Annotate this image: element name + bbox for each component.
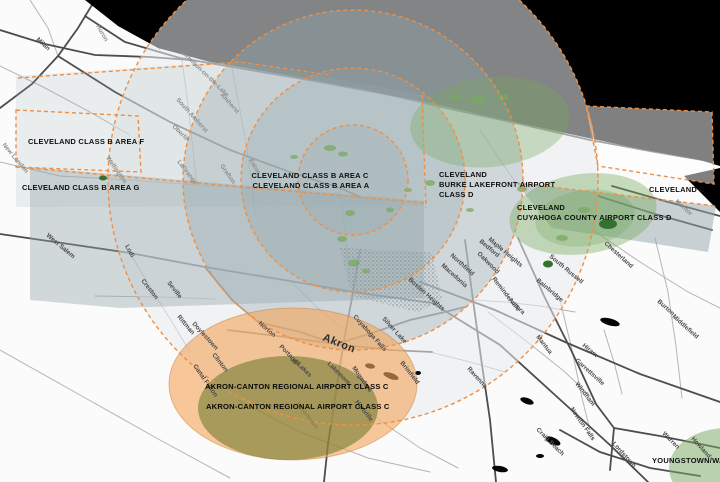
ring1-fill bbox=[298, 125, 408, 235]
label-cleveland-right-partial: CLEVELAND C bbox=[649, 185, 705, 194]
park-patch bbox=[517, 186, 527, 192]
cuyahoga-county-class-d bbox=[509, 173, 657, 255]
park-patch bbox=[578, 207, 590, 213]
label-burke-3: CLASS D bbox=[439, 190, 474, 199]
minor-road bbox=[0, 161, 61, 177]
park-patch bbox=[338, 151, 348, 157]
ring3-fill bbox=[183, 10, 523, 350]
label-akron-canton-1: AKRON-CANTON REGIONAL AIRPORT CLASS C bbox=[205, 382, 389, 391]
park-patch bbox=[324, 145, 336, 151]
park-patch bbox=[348, 259, 360, 267]
minor-road bbox=[0, 349, 231, 479]
label-cuyahoga-1: CLEVELAND bbox=[517, 203, 565, 212]
park-patch bbox=[290, 155, 298, 159]
small-lake bbox=[415, 371, 421, 375]
minor-road bbox=[0, 65, 131, 136]
class-b-area-f-region bbox=[16, 61, 424, 207]
park-patch bbox=[543, 260, 553, 268]
label-area-a: CLEVELAND CLASS B AREA A bbox=[253, 181, 370, 190]
dashed-land-band-top bbox=[515, 182, 717, 207]
park-patch bbox=[362, 268, 370, 274]
park-patch bbox=[470, 96, 486, 104]
park-patch bbox=[497, 94, 509, 100]
minor-road bbox=[589, 227, 720, 309]
label-burke-1: CLEVELAND bbox=[439, 170, 487, 179]
park-patch bbox=[425, 180, 435, 186]
dashed-ring-4 bbox=[107, 0, 599, 426]
dashed-area-g-top bbox=[15, 166, 425, 204]
stippled-park-area bbox=[340, 248, 442, 312]
cuyahoga-county-class-d-core bbox=[535, 189, 635, 247]
label-burke-2: BURKE LAKEFRONT AIRPORT bbox=[439, 180, 555, 189]
label-area-g: CLEVELAND CLASS B AREA G bbox=[22, 183, 140, 192]
minor-road bbox=[559, 299, 591, 431]
dashed-area-f-box bbox=[15, 109, 142, 173]
ring2-fill bbox=[241, 68, 465, 292]
youngstown-class-d-corner bbox=[669, 428, 720, 482]
park-patch bbox=[386, 207, 394, 213]
park-patch bbox=[404, 188, 412, 192]
small-lake bbox=[520, 397, 534, 405]
lake-band-right bbox=[586, 106, 714, 184]
dashed-ring-1 bbox=[297, 124, 409, 236]
park-patch bbox=[449, 94, 461, 100]
label-cuyahoga-2: CUYAHOGA COUNTY AIRPORT CLASS D bbox=[517, 213, 672, 222]
dashed-ring-2 bbox=[240, 67, 466, 293]
park-patch bbox=[599, 219, 617, 229]
label-area-c: CLEVELAND CLASS B AREA C bbox=[251, 171, 368, 180]
label-youngstown-partial: YOUNGSTOWN/WAR bbox=[652, 456, 720, 465]
akron-canton-class-c-inner bbox=[198, 356, 378, 460]
small-lake bbox=[600, 317, 620, 327]
dashed-area-f-top bbox=[17, 61, 331, 79]
park-patch bbox=[337, 236, 347, 242]
small-lake bbox=[545, 436, 561, 446]
dashed-ring-3 bbox=[182, 9, 524, 351]
minor-road bbox=[654, 237, 683, 399]
dashed-lake-band bbox=[585, 105, 715, 185]
class-b-dashed-rings bbox=[15, 0, 717, 426]
park-patch bbox=[99, 175, 107, 181]
airspace-labels-layer: CLEVELAND CLASS B AREA F CLEVELAND CLASS… bbox=[22, 137, 720, 465]
burke-lakefront-class-d bbox=[410, 76, 570, 168]
park-patch bbox=[556, 235, 568, 241]
park-patches-layer bbox=[99, 94, 617, 274]
label-area-f: CLEVELAND CLASS B AREA F bbox=[28, 137, 144, 146]
park-patch bbox=[466, 208, 474, 212]
class-b-area-g-region bbox=[30, 167, 424, 308]
small-lake bbox=[536, 454, 544, 458]
dashed-area-right-edge bbox=[421, 94, 427, 209]
small-lake bbox=[492, 465, 508, 473]
park-patch bbox=[345, 210, 355, 216]
label-akron-canton-2: AKRON-CANTON REGIONAL AIRPORT CLASS C bbox=[206, 402, 390, 411]
